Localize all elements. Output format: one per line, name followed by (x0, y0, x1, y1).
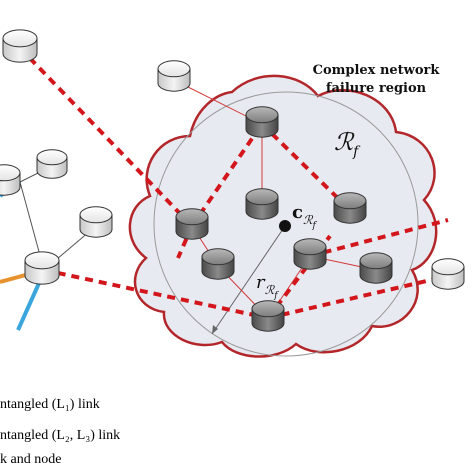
region-title-line2: failure region (325, 81, 427, 96)
failed-node-13 (359, 252, 393, 284)
nodes (0, 29, 465, 332)
legend-item-l1: ntangled (L₁) link (0, 397, 100, 412)
failed-node-9 (333, 192, 367, 224)
network-node-2 (36, 149, 68, 179)
network-node-5 (24, 251, 60, 285)
legend-item-l2: ntangled (L₂, L₃) link (0, 428, 121, 443)
network-node-6 (431, 258, 465, 290)
radius-line (211, 225, 286, 335)
failed-node-10 (175, 208, 209, 240)
failure-region-cloud (128, 74, 438, 358)
failed-node-12 (293, 238, 327, 270)
center-label: cℛf (292, 202, 318, 231)
failure-region-circle (153, 91, 419, 357)
center-point (279, 220, 291, 232)
failed-node-14 (251, 300, 285, 332)
network-node-0 (2, 29, 38, 63)
radius-arrowhead (212, 325, 218, 334)
network-node-3 (0, 164, 21, 196)
region-symbol: ℛf (334, 128, 361, 160)
legend-item-link-node: k and node (0, 452, 62, 467)
failed-node-8 (245, 188, 279, 220)
region-title: Complex network failure region (296, 62, 456, 98)
region-title-line1: Complex network (312, 63, 440, 78)
radius-label: rℛf (256, 272, 279, 301)
network-node-1 (157, 60, 191, 92)
failed-node-11 (201, 248, 235, 280)
network-node-4 (79, 206, 113, 238)
failed-node-7 (245, 106, 279, 138)
